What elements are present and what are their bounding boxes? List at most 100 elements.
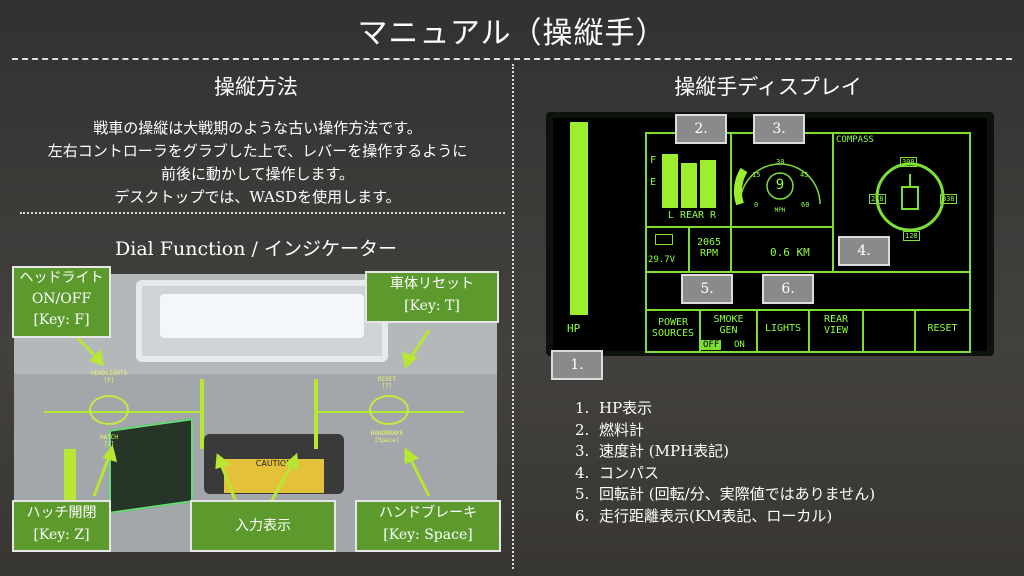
description-line: デスクトップでは、WASDを使用します。	[114, 188, 401, 206]
list-number: 5.	[575, 485, 590, 503]
fuel-bar	[681, 163, 697, 208]
guide-line	[314, 379, 318, 449]
tag-4: 4.	[838, 236, 890, 266]
reset-button[interactable]	[914, 309, 971, 353]
hud-text: HEADLIGHTS	[90, 370, 128, 377]
tag-5: 5.	[681, 274, 733, 304]
compass-label: COMPASS	[836, 135, 874, 145]
headlight-callout: ヘッドライト ON/OFF [Key: F]	[12, 266, 111, 338]
heading-south: 128	[903, 231, 920, 241]
description-line: 戦車の操縦は大戦期のような古い操作方法です。	[93, 119, 422, 137]
list-text: 燃料計	[599, 420, 645, 439]
list-text: 走行距離表示(KM表記、ローカル)	[599, 506, 833, 525]
list-item: 6. 走行距離表示(KM表記、ローカル)	[575, 506, 875, 528]
caution-label: CAUTION	[224, 459, 324, 493]
tag-2: 2.	[675, 114, 727, 144]
battery-icon	[655, 234, 673, 245]
hud-text: RESET	[377, 376, 397, 383]
callout-line: [Key: T]	[404, 298, 460, 314]
list-number: 1.	[575, 399, 590, 417]
hud-text: HATCH	[99, 434, 119, 441]
guide-line	[200, 379, 204, 449]
reset-hud-label: RESET[T]	[369, 376, 405, 390]
handbrake-callout: ハンドブレーキ [Key: Space]	[355, 500, 501, 552]
callout-line: 車体リセット	[390, 276, 474, 292]
column-divider	[512, 64, 514, 569]
list-item: 4. コンパス	[575, 463, 875, 485]
tag-3: 3.	[753, 114, 805, 144]
smoke-off-indicator: OFF	[701, 340, 722, 350]
compass-ring	[875, 162, 945, 232]
list-number: 3.	[575, 442, 590, 460]
hud-text: HANDBRAKE	[370, 430, 404, 437]
speed-tick: 15	[752, 171, 761, 179]
list-number: 4.	[575, 463, 590, 482]
rear-view-label: REAR VIEW	[823, 314, 849, 336]
hud-key: [F]	[103, 377, 115, 384]
list-number: 6.	[575, 506, 590, 525]
list-text: 速度計 (MPH表記)	[599, 442, 730, 460]
list-item: 2. 燃料計	[575, 420, 875, 442]
speed-tick: 30	[776, 158, 785, 166]
callout-line: [Key: F]	[33, 312, 90, 328]
list-item: 5.回転計 (回転/分、実際値ではありません)	[575, 484, 875, 506]
operation-description: 戦車の操縦は大戦期のような古い操作方法です。 左右コントローラをグラブした上で、…	[10, 117, 505, 209]
headlights-hud-label: HEADLIGHTS[F]	[84, 370, 134, 384]
list-text: HP表示	[599, 399, 653, 417]
fuel-bar	[662, 154, 678, 208]
fuel-bar	[700, 160, 716, 208]
callout-line: ON/OFF	[31, 291, 92, 307]
hp-bar	[570, 122, 588, 315]
page-title: マニュアル（操縦手）	[357, 16, 667, 51]
speed-tick: 0	[754, 201, 759, 209]
hatch-window	[160, 294, 364, 338]
hud-key: [T]	[381, 383, 393, 390]
hatch-hud-label: HATCH[Z]	[89, 434, 129, 448]
reset-label: RESET	[927, 323, 958, 334]
hatch-callout: ハッチ開閉 [Key: Z]	[12, 500, 111, 552]
speedometer-dial	[733, 163, 821, 206]
callout-line: [Key: Z]	[33, 527, 90, 543]
callout-line: 入力表示	[235, 518, 291, 534]
section-divider	[20, 212, 505, 214]
speed-unit: MPH	[774, 207, 786, 214]
speed-value: 9	[775, 177, 785, 193]
fuel-full-label: F	[650, 155, 657, 166]
handbrake-hud-label: HANDBRAKE[Space]	[359, 430, 415, 444]
fuel-tank-label: L REAR R	[667, 210, 717, 221]
legend-list: 1. HP表示 2. 燃料計 3. 速度計 (MPH表記) 4. コンパス 5.回転計 …	[575, 398, 875, 527]
empty-button[interactable]	[862, 309, 916, 353]
callout-line: ハンドブレーキ	[379, 505, 477, 521]
speed-tick: 60	[801, 201, 810, 209]
heading-north: 308	[900, 157, 917, 167]
description-line: 前後に動かして操作します。	[160, 165, 355, 183]
rpm-value: 2065	[696, 237, 722, 248]
input-display-callout: 入力表示	[190, 500, 336, 552]
odometer-value: 0.6 KM	[770, 246, 810, 259]
list-text: コンパス	[599, 463, 660, 482]
tag-6: 6.	[762, 274, 814, 304]
lights-label: LIGHTS	[764, 323, 802, 334]
reset-dial[interactable]	[369, 395, 409, 425]
heading-west: 218	[869, 194, 886, 204]
callout-arrows	[70, 329, 431, 503]
list-item: 1. HP表示	[575, 398, 875, 420]
headlight-dial[interactable]	[89, 395, 129, 425]
tag-1: 1.	[551, 350, 603, 380]
title-divider	[12, 58, 1012, 60]
hp-label: HP	[567, 322, 581, 335]
callout-line: ハッチ開閉	[26, 505, 97, 521]
smoke-gen-label: SMOKE GEN	[713, 314, 744, 336]
smoke-on-indicator: ON	[734, 340, 745, 350]
battery-voltage: 29.7V	[648, 255, 676, 265]
speed-tick: 45	[800, 171, 809, 179]
dial-function-heading: Dial Function / インジケーター	[115, 238, 397, 260]
list-item: 3. 速度計 (MPH表記)	[575, 441, 875, 463]
list-number: 2.	[575, 420, 590, 439]
reset-callout: 車体リセット [Key: T]	[365, 271, 499, 323]
driver-display-heading: 操縦手ディスプレイ	[674, 75, 862, 99]
rpm-unit: RPM	[699, 248, 719, 259]
callout-line: ヘッドライト	[19, 270, 104, 286]
heading-east: 038	[940, 194, 957, 204]
